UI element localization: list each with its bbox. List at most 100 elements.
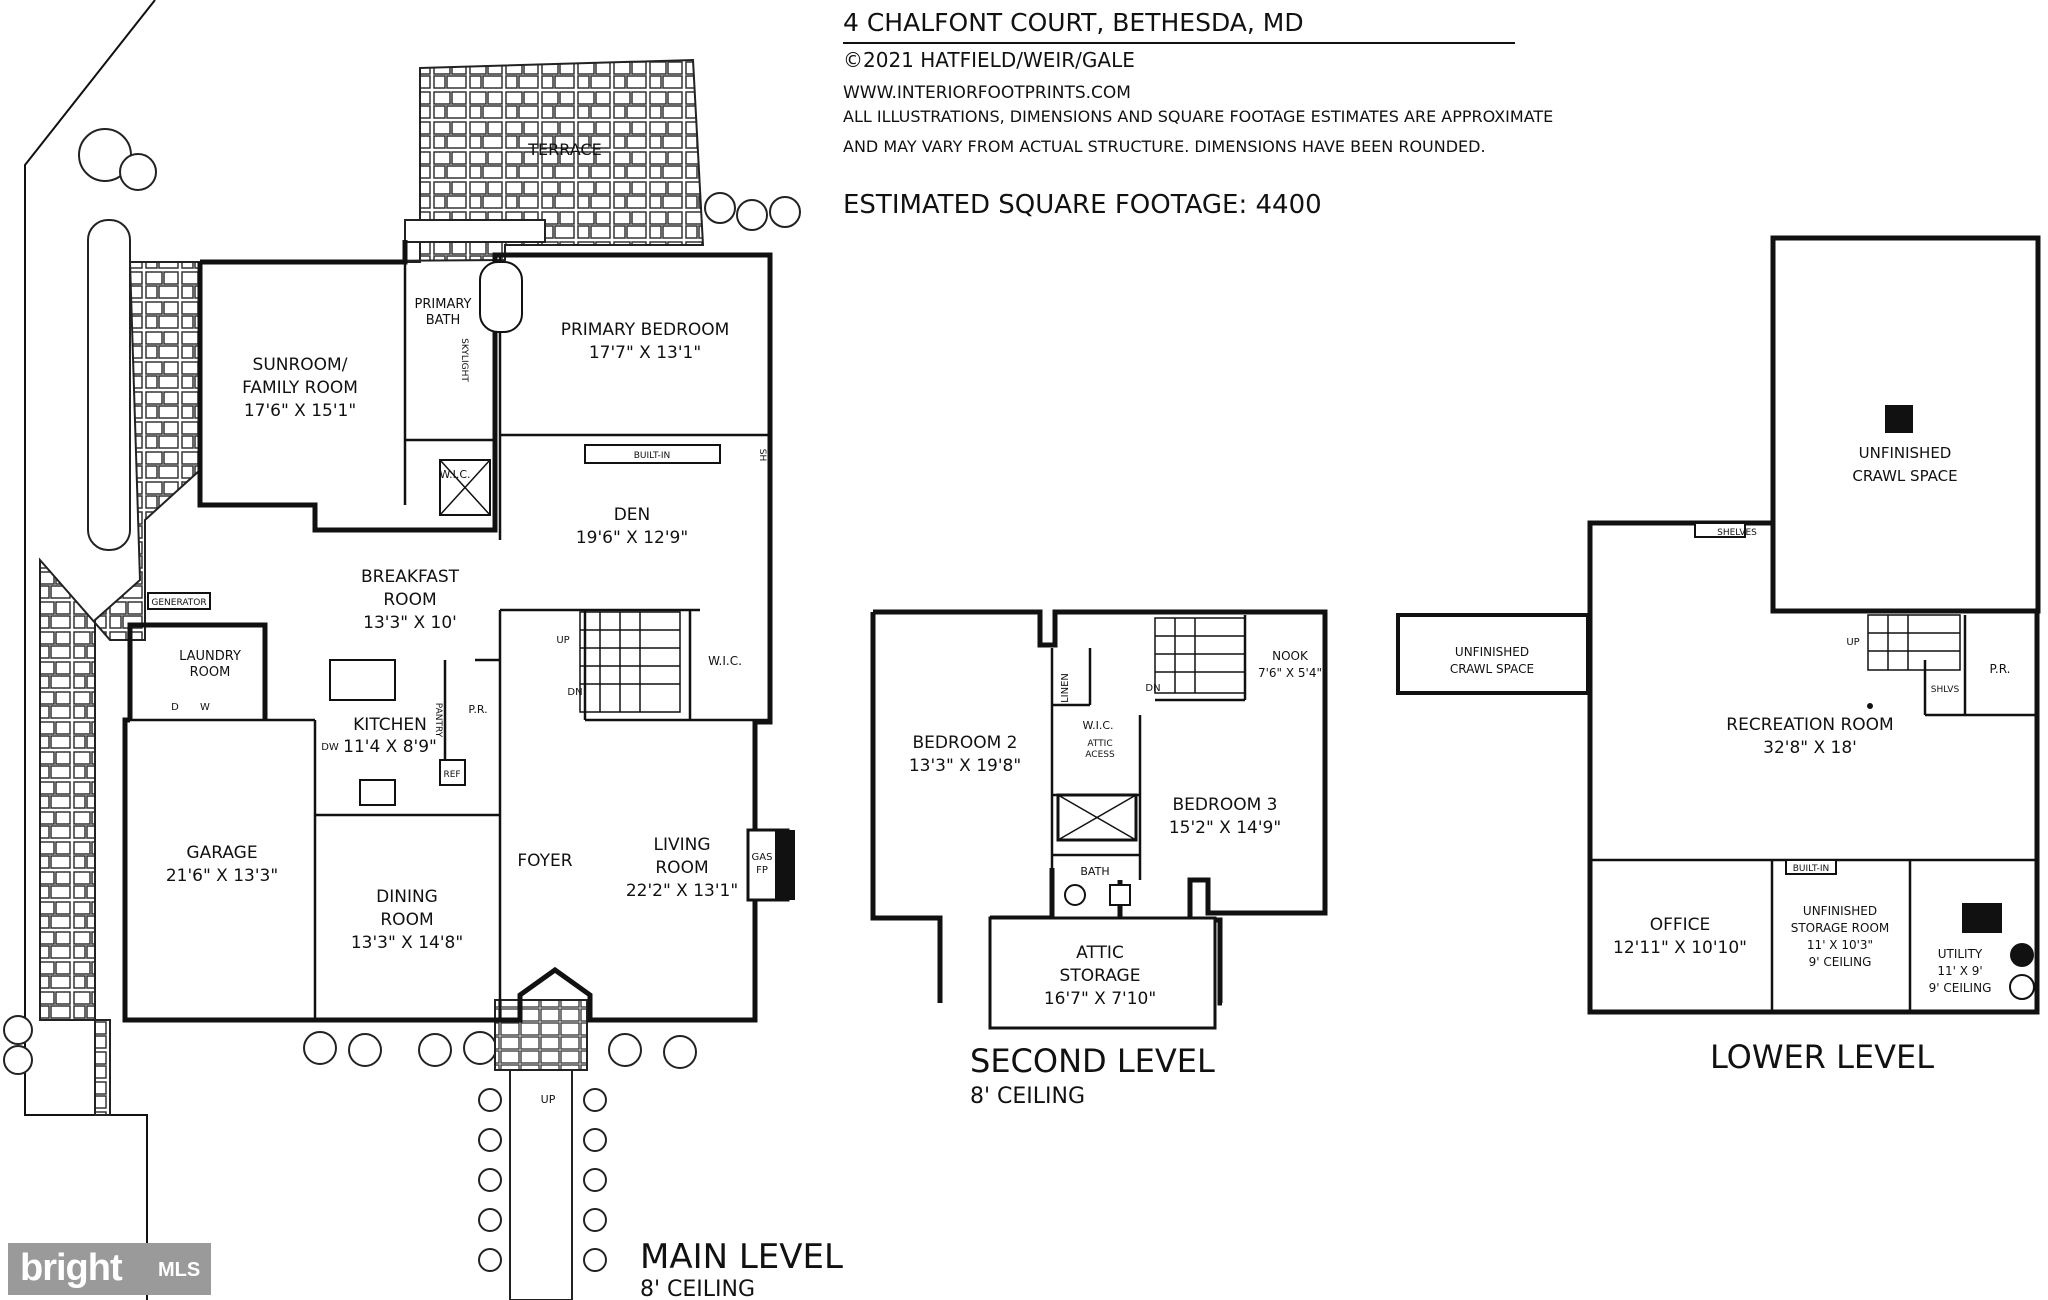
storage-dims: 11' X 10'3" xyxy=(1807,938,1873,952)
property-line xyxy=(24,0,156,1300)
stair-up-label: UP xyxy=(556,635,569,646)
recreation-name: RECREATION ROOM xyxy=(1726,715,1893,735)
second-level-title: SECOND LEVEL xyxy=(970,1042,1215,1080)
stair-wic-label: W.I.C. xyxy=(708,654,742,668)
lower-powder-label: P.R. xyxy=(1990,662,2011,676)
gas-fp-label-2: FP xyxy=(756,865,768,876)
linen-label: LINEN xyxy=(1060,673,1071,703)
laundry-name-2: ROOM xyxy=(190,665,231,680)
crawl-large-label-1: UNFINISHED xyxy=(1859,444,1952,462)
stair-dn-label: DN xyxy=(567,687,582,698)
bright-mls-watermark: bright MLS xyxy=(8,1243,211,1295)
hedge xyxy=(87,219,131,551)
bedroom2-dims: 13'3" X 19'8" xyxy=(909,756,1021,776)
attic-access-1: ATTIC xyxy=(1087,739,1112,749)
second-bath-label: BATH xyxy=(1080,865,1109,878)
laundry-name-1: LAUNDRY xyxy=(179,649,241,664)
lower-built-in-label: BUILT-IN xyxy=(1793,864,1830,874)
utility-name: UTILITY xyxy=(1938,947,1983,961)
terrace-label: TERRACE xyxy=(527,140,601,159)
second-level-ceiling: 8' CEILING xyxy=(970,1084,1085,1109)
nook-dims: 7'6" X 5'4" xyxy=(1258,666,1322,680)
attic-storage-name-2: STORAGE xyxy=(1060,966,1141,986)
second-level: BEDROOM 2 13'3" X 19'8" BEDROOM 3 15'2" … xyxy=(870,609,1328,1109)
dining-name-2: ROOM xyxy=(380,910,433,930)
nook-name: NOOK xyxy=(1272,649,1309,663)
powder-room-label: P.R. xyxy=(468,703,487,716)
dryer-label: D xyxy=(171,702,179,713)
attic-storage-box xyxy=(988,916,1217,1030)
bedroom3-dims: 15'2" X 14'9" xyxy=(1169,818,1281,838)
kitchen-name: KITCHEN xyxy=(353,715,427,735)
den-shelf-label: SH xyxy=(757,449,767,461)
header-rule xyxy=(843,42,1515,44)
crawl-small-label-1: UNFINISHED xyxy=(1455,645,1529,659)
living-name-2: ROOM xyxy=(655,858,708,878)
main-level-title: MAIN LEVEL xyxy=(640,1237,843,1277)
dining-dims: 13'3" X 14'8" xyxy=(351,933,463,953)
terrace-patio xyxy=(39,58,705,1116)
main-exterior-walls xyxy=(122,252,773,1023)
main-stairs xyxy=(579,611,681,713)
gas-fp-label-1: GAS xyxy=(752,852,773,863)
watermark-brand: bright xyxy=(20,1247,123,1289)
shlvs-label: SHLVS xyxy=(1931,685,1960,695)
living-dims: 22'2" X 13'1" xyxy=(626,881,738,901)
storage-label-1: UNFINISHED xyxy=(1803,904,1877,918)
lower-exterior-walls xyxy=(1587,520,2040,1015)
main-level-ceiling: 8' CEILING xyxy=(640,1277,755,1300)
sunroom-name-1: SUNROOM/ xyxy=(253,355,348,375)
ref-label: REF xyxy=(443,770,460,780)
square-footage: ESTIMATED SQUARE FOOTAGE: 4400 xyxy=(843,190,1322,220)
shelves-label: SHELVES xyxy=(1717,528,1757,538)
walk-up-label: UP xyxy=(541,1093,556,1106)
second-wic-label: W.I.C. xyxy=(1082,719,1113,732)
skylight-label: SKYLIGHT xyxy=(459,338,469,382)
recreation-dims: 32'8" X 18' xyxy=(1763,738,1857,758)
pantry-label: PANTRY xyxy=(433,703,443,738)
watermark-mls: MLS xyxy=(158,1259,201,1281)
foyer-label: FOYER xyxy=(517,851,572,871)
attic-storage-name-1: ATTIC xyxy=(1076,943,1124,963)
attic-access-2: ACESS xyxy=(1085,750,1115,760)
plan-disclaimer-2: AND MAY VARY FROM ACTUAL STRUCTURE. DIME… xyxy=(843,137,1486,156)
primary-bath-name-1: PRIMARY xyxy=(415,297,472,312)
storage-label-2: STORAGE ROOM xyxy=(1791,921,1890,935)
trees xyxy=(3,128,801,1075)
garage-name: GARAGE xyxy=(186,843,257,863)
primary-bath-name-2: BATH xyxy=(426,313,461,328)
primary-wic-label: W.I.C. xyxy=(439,468,470,481)
crawl-large-label-2: CRAWL SPACE xyxy=(1852,467,1957,485)
office-name: OFFICE xyxy=(1650,915,1711,935)
bedroom2-name: BEDROOM 2 xyxy=(913,733,1018,753)
lower-up-label: UP xyxy=(1846,637,1859,648)
garage-dims: 21'6" X 13'3" xyxy=(166,866,278,886)
built-in-label: BUILT-IN xyxy=(634,451,671,461)
attic-storage-dims: 16'7" X 7'10" xyxy=(1044,989,1156,1009)
den-dims: 19'6" X 12'9" xyxy=(576,528,688,548)
lower-stairs xyxy=(1867,614,1961,671)
plan-disclaimer-1: ALL ILLUSTRATIONS, DIMENSIONS AND SQUARE… xyxy=(843,107,1554,126)
generator-label: GENERATOR xyxy=(151,598,206,608)
breakfast-name-1: BREAKFAST xyxy=(361,567,460,587)
front-walk xyxy=(494,999,588,1071)
living-name-1: LIVING xyxy=(653,835,710,855)
second-dn-label: DN xyxy=(1145,683,1160,694)
crawl-small-label-2: CRAWL SPACE xyxy=(1450,662,1534,676)
second-stairs xyxy=(1154,617,1246,694)
utility-dims: 11' X 9' xyxy=(1937,964,1982,978)
primary-bedroom-name: PRIMARY BEDROOM xyxy=(561,320,730,340)
office-dims: 12'11" X 10'10" xyxy=(1613,938,1747,958)
lower-level-title: LOWER LEVEL xyxy=(1710,1038,1934,1076)
sunroom-dims: 17'6" X 15'1" xyxy=(244,401,356,421)
utility-ceiling: 9' CEILING xyxy=(1929,981,1992,995)
bedroom3-name: BEDROOM 3 xyxy=(1173,795,1278,815)
plan-address: 4 CHALFONT COURT, BETHESDA, MD xyxy=(843,8,1304,37)
washer-label: W xyxy=(200,702,210,713)
dishwasher-label: DW xyxy=(321,742,339,753)
dining-name-1: DINING xyxy=(376,887,438,907)
plan-copyright: ©2021 HATFIELD/WEIR/GALE xyxy=(843,48,1135,72)
primary-bedroom-dims: 17'7" X 13'1" xyxy=(589,343,701,363)
den-name: DEN xyxy=(614,505,651,525)
